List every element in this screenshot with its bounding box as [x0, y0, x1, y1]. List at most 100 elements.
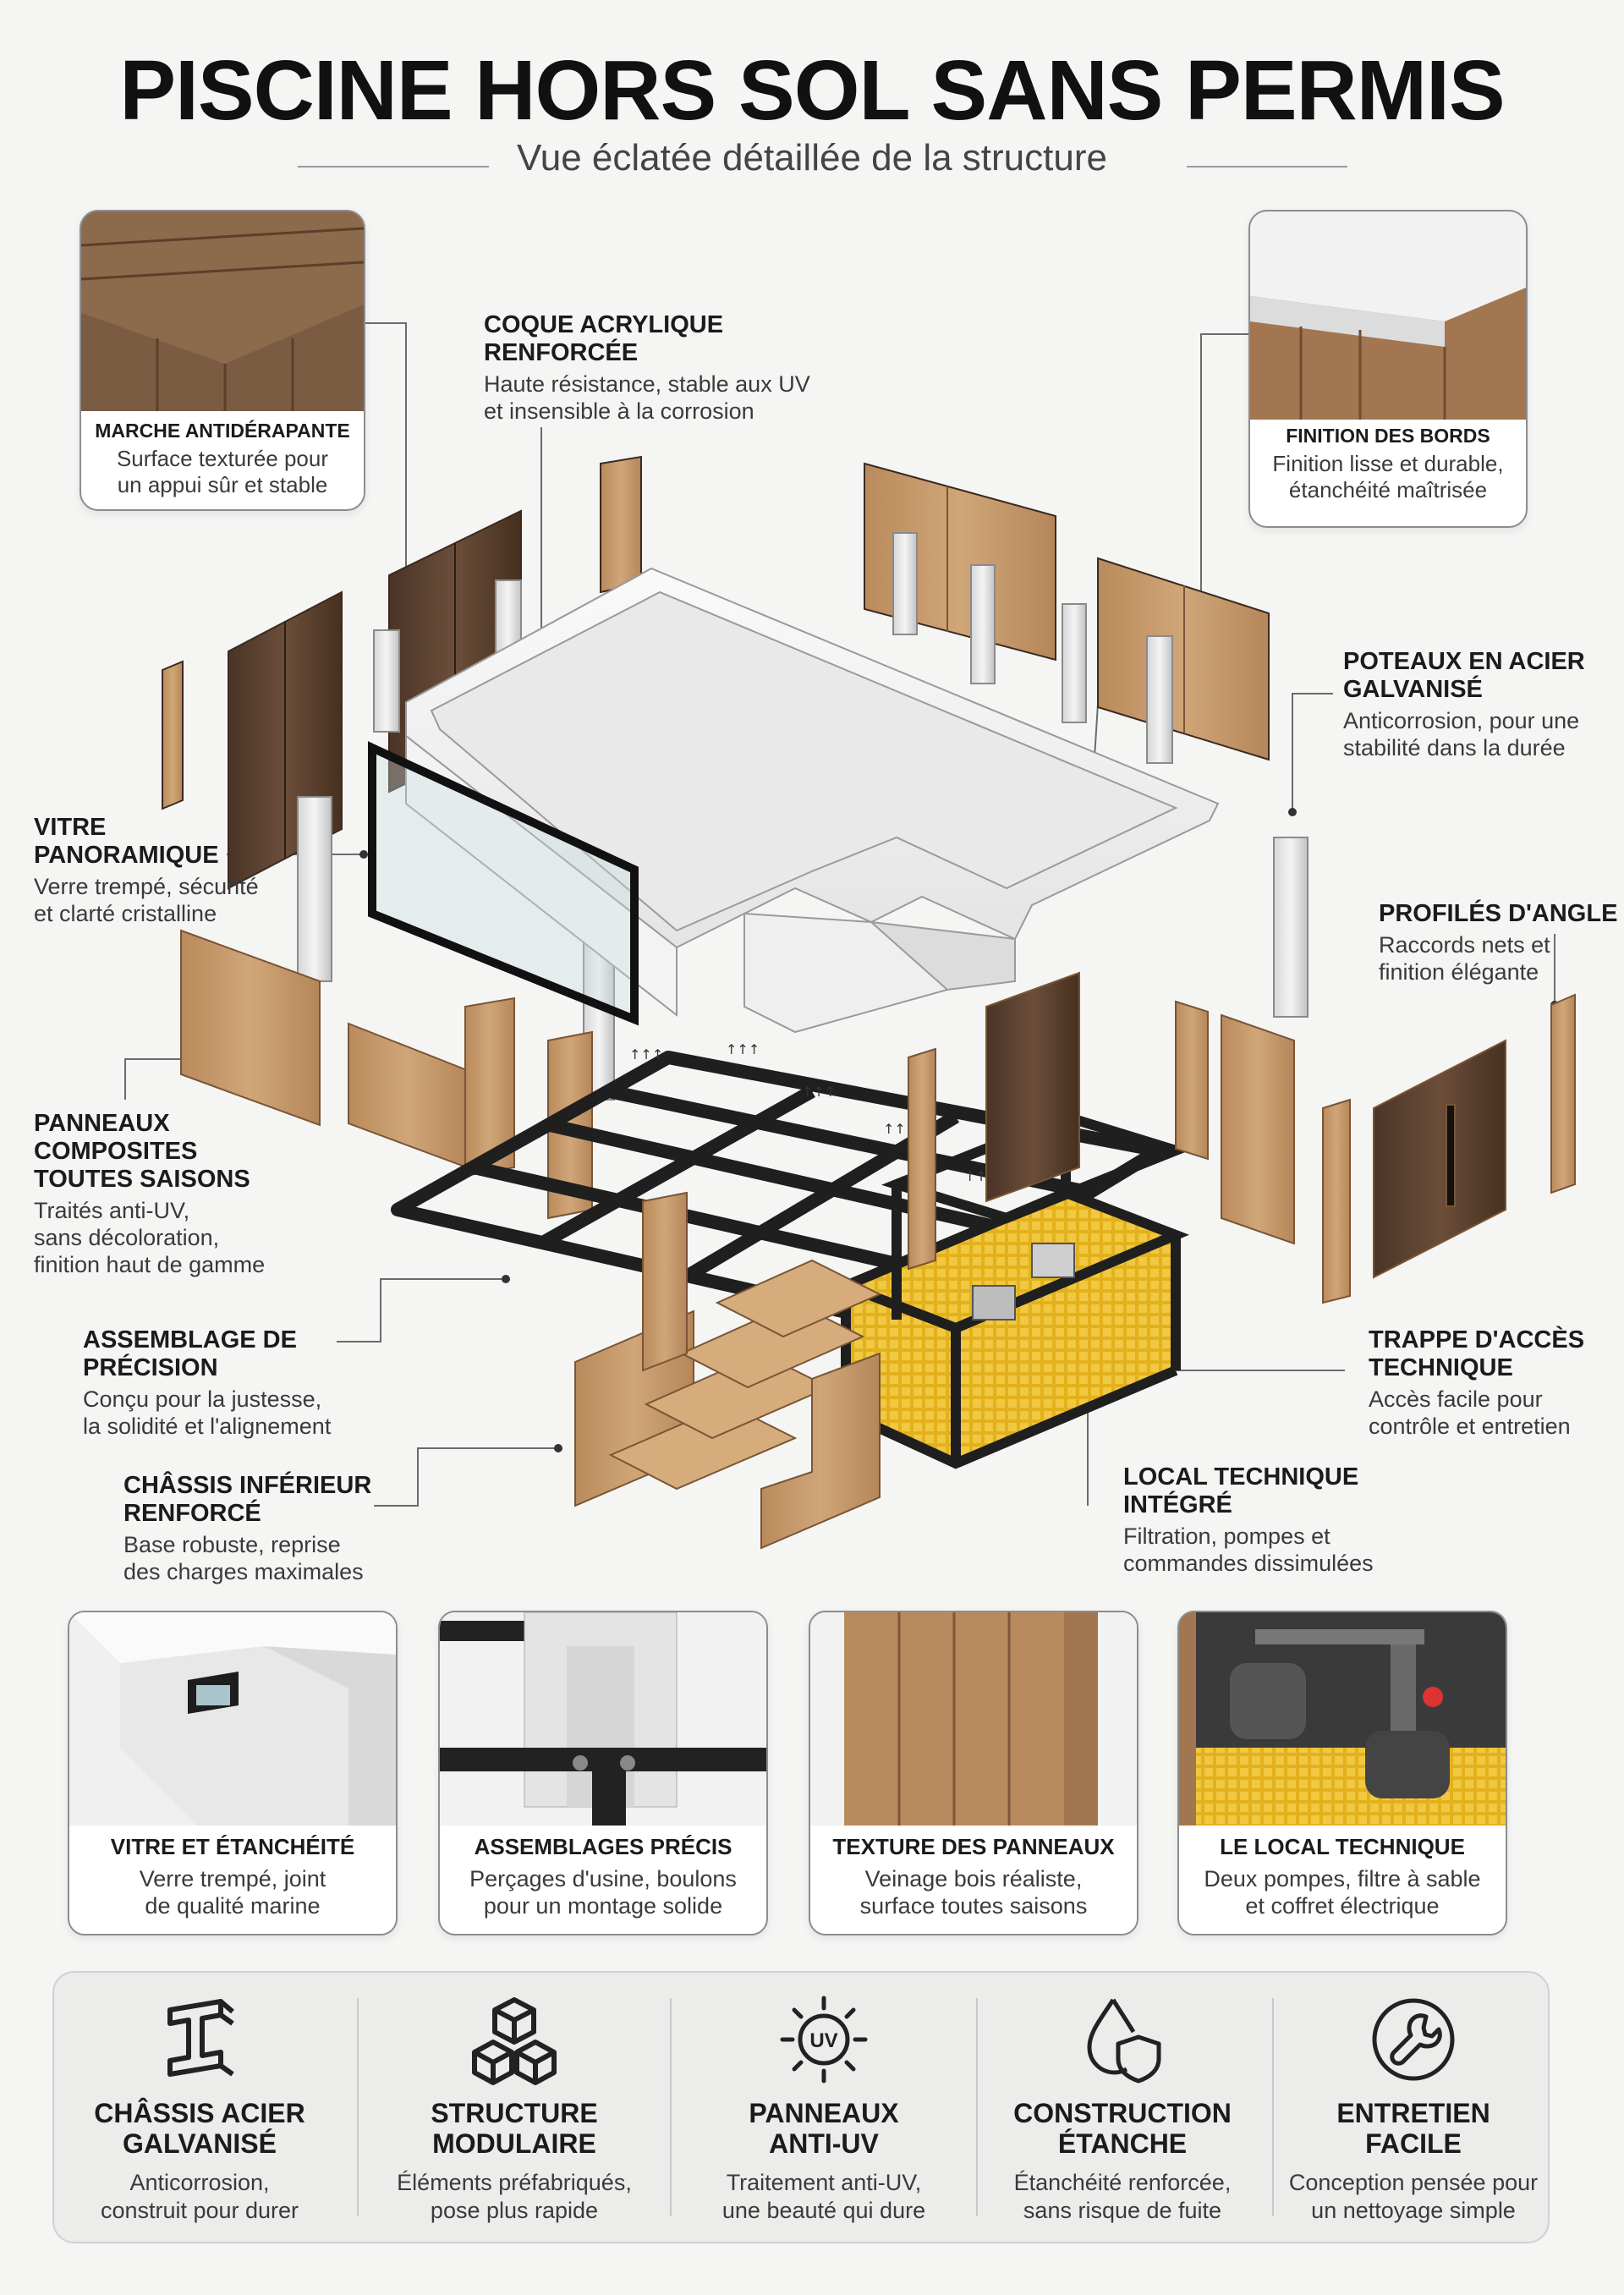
- access-hatch-panel: [1373, 1039, 1506, 1279]
- detail-title: VITRE ET ÉTANCHÉITÉ: [110, 1834, 355, 1859]
- callout-vitre-panoramique: VITRE PANORAMIQUE Verre trempé, sécurité…: [34, 814, 288, 927]
- callout-title: TRAPPE D'ACCÈS TECHNIQUE: [1369, 1326, 1585, 1381]
- panel-left-1: [180, 929, 321, 1127]
- uv-sun-icon: UV: [780, 1996, 868, 2084]
- feature-title: CHÂSSIS ACIER GALVANISÉ: [94, 2098, 305, 2159]
- pump-unit-2: [972, 1285, 1016, 1320]
- callout-desc: Haute résistance, stable aux UV et insen…: [484, 371, 810, 424]
- detail-desc: Perçages d'usine, boulons pour un montag…: [469, 1866, 737, 1919]
- feature-title: STRUCTURE MODULAIRE: [431, 2098, 598, 2159]
- feature-title: ENTRETIEN FACILE: [1336, 2098, 1490, 2159]
- profile-panel-right: [1550, 993, 1576, 1194]
- detail-card-assemblages: ASSEMBLAGES PRÉCIS Perçages d'usine, bou…: [438, 1611, 768, 1935]
- callout-poteaux-acier: POTEAUX EN ACIER GALVANISÉ Anticorrosion…: [1343, 648, 1614, 761]
- feature-desc: Traitement anti-UV, une beauté qui dure: [721, 2170, 926, 2223]
- left-side-panels: [180, 929, 593, 1220]
- callout-panneaux-composites: PANNEAUX COMPOSITES TOUTES SAISONS Trait…: [34, 1110, 313, 1278]
- stair-side-right: [760, 1352, 881, 1550]
- callout-local-technique: LOCAL TECHNIQUE INTÉGRÉ Filtration, pomp…: [1123, 1463, 1394, 1577]
- feature-title: PANNEAUX ANTI-UV: [749, 2098, 899, 2159]
- feature-etanche: CONSTRUCTION ÉTANCHE Étanchéité renforcé…: [985, 1973, 1260, 2242]
- feature-divider: [670, 1998, 672, 2216]
- post-3: [892, 532, 918, 635]
- panoramic-glass: [368, 741, 639, 1026]
- callout-title: PANNEAUX COMPOSITES TOUTES SAISONS: [34, 1110, 250, 1193]
- shell-front-face: [405, 733, 678, 1018]
- callout-assemblage-precision: ASSEMBLAGE DE PRÉCISION Conçu pour la ju…: [83, 1326, 370, 1440]
- stair-step-4: [715, 1259, 882, 1338]
- shell-basin: [430, 590, 1178, 932]
- tech-panel-pillar: [908, 1047, 936, 1271]
- callout-title: PROFILÉS D'ANGLE: [1379, 900, 1618, 927]
- subtitle-rule-left: [298, 166, 489, 167]
- access-hatch-handle: [1446, 1104, 1456, 1207]
- callout-title: VITRE PANORAMIQUE: [34, 814, 219, 869]
- wood-stairs: [574, 1191, 882, 1550]
- corner-profile-panel: [1322, 1098, 1351, 1304]
- card-title: FINITION DES BORDS: [1286, 425, 1490, 447]
- feature-desc: Éléments préfabriqués, pose plus rapide: [397, 2170, 632, 2223]
- detail-desc: Verre trempé, joint de qualité marine: [139, 1866, 326, 1919]
- left-narrow-panel: [162, 660, 184, 810]
- post-4: [970, 564, 996, 684]
- exploded-view-illustration: ↑↑↑↑↑↑↑↑↑↑↑↑↑↑↑: [124, 322, 1576, 1550]
- local-photo: [1179, 1612, 1506, 1826]
- callout-desc: Verre trempé, sécurité et clarté cristal…: [34, 874, 259, 926]
- card-title: MARCHE ANTIDÉRAPANTE: [95, 420, 350, 442]
- card-finition-bords: FINITION DES BORDS Finition lisse et dur…: [1248, 210, 1528, 528]
- detail-desc: Deux pompes, filtre à sable et coffret é…: [1204, 1866, 1481, 1919]
- leader-poteaux: [1292, 693, 1333, 812]
- bolt-marker: ↑↑↑: [726, 1041, 760, 1057]
- vitre-photo: [69, 1612, 396, 1826]
- feature-entretien: ENTRETIEN FACILE Conception pensée pour …: [1279, 1973, 1548, 2242]
- callout-desc: Filtration, pompes et commandes dissimul…: [1123, 1524, 1374, 1576]
- bolt-marker: ↑↑↑: [802, 1084, 836, 1100]
- callout-desc: Raccords nets et finition élégante: [1379, 932, 1550, 985]
- bolt-marker: ↑↑↑: [629, 1046, 663, 1062]
- detail-desc: Veinage bois réaliste, surface toutes sa…: [859, 1866, 1088, 1919]
- pump-unit: [1031, 1243, 1075, 1278]
- subtitle-row: Vue éclatée détaillée de la structure: [0, 137, 1624, 188]
- panel-left-3: [464, 997, 515, 1178]
- callout-title: POTEAUX EN ACIER GALVANISÉ: [1343, 648, 1585, 703]
- features-panel: CHÂSSIS ACIER GALVANISÉ Anticorrosion, c…: [52, 1971, 1550, 2243]
- callout-desc: Base robuste, reprise des charges maxima…: [123, 1532, 364, 1584]
- post-1: [373, 629, 400, 733]
- callout-title: CHÂSSIS INFÉRIEUR RENFORCÉ: [123, 1472, 372, 1527]
- card-desc: Surface texturée pour un appui sûr et st…: [116, 446, 329, 497]
- post-6: [1146, 635, 1173, 764]
- feature-divider: [976, 1998, 978, 2216]
- detail-title: TEXTURE DES PANNEAUX: [832, 1834, 1115, 1859]
- callout-title: ASSEMBLAGE DE PRÉCISION: [83, 1326, 297, 1381]
- callout-coque-acrylique: COQUE ACRYLIQUE RENFORCÉE Haute résistan…: [484, 311, 839, 425]
- panel-left-2: [348, 1022, 468, 1169]
- detail-card-local: LE LOCAL TECHNIQUE Deux pompes, filtre à…: [1177, 1611, 1507, 1935]
- acrylic-shell: [405, 567, 1220, 1034]
- detail-title: ASSEMBLAGES PRÉCIS: [474, 1834, 732, 1859]
- callout-desc: Accès facile pour contrôle et entretien: [1369, 1386, 1571, 1439]
- technical-panels: [908, 971, 1576, 1304]
- detail-card-vitre: VITRE ET ÉTANCHÉITÉ Verre trempé, joint …: [68, 1611, 398, 1935]
- callout-desc: Conçu pour la justesse, la solidité et l…: [83, 1386, 332, 1439]
- page-title: PISCINE HORS SOL SANS PERMIS: [119, 43, 1505, 138]
- texture-photo: [810, 1612, 1137, 1826]
- leader-chassis: [374, 1447, 558, 1507]
- stair-front: [642, 1191, 688, 1372]
- detail-title: LE LOCAL TECHNIQUE: [1220, 1834, 1465, 1859]
- page-subtitle: Vue éclatée détaillée de la structure: [517, 137, 1107, 178]
- steel-beam-icon: [167, 1999, 234, 2077]
- feature-divider: [1272, 1998, 1274, 2216]
- marche-photo: [81, 211, 364, 411]
- subtitle-rule-right: [1187, 166, 1347, 167]
- tech-panel-narrow: [1175, 1000, 1209, 1161]
- post-right-standalone: [1273, 837, 1309, 1018]
- tech-panel-dark: [985, 971, 1080, 1203]
- callout-profiles-angle: PROFILÉS D'ANGLE Raccords nets et finiti…: [1379, 900, 1619, 986]
- feature-desc: Étanchéité renforcée, sans risque de fui…: [1013, 2170, 1232, 2223]
- feature-title: CONSTRUCTION ÉTANCHE: [1013, 2098, 1232, 2159]
- cubes-icon: [472, 1997, 557, 2085]
- feature-chassis: CHÂSSIS ACIER GALVANISÉ Anticorrosion, c…: [54, 1973, 345, 2242]
- steel-posts: [297, 532, 1309, 1101]
- callout-desc: Traités anti-UV, sans décoloration, fini…: [34, 1198, 266, 1277]
- feature-anti-uv: UV PANNEAUX ANTI-UV Traitement anti-UV, …: [680, 1973, 968, 2242]
